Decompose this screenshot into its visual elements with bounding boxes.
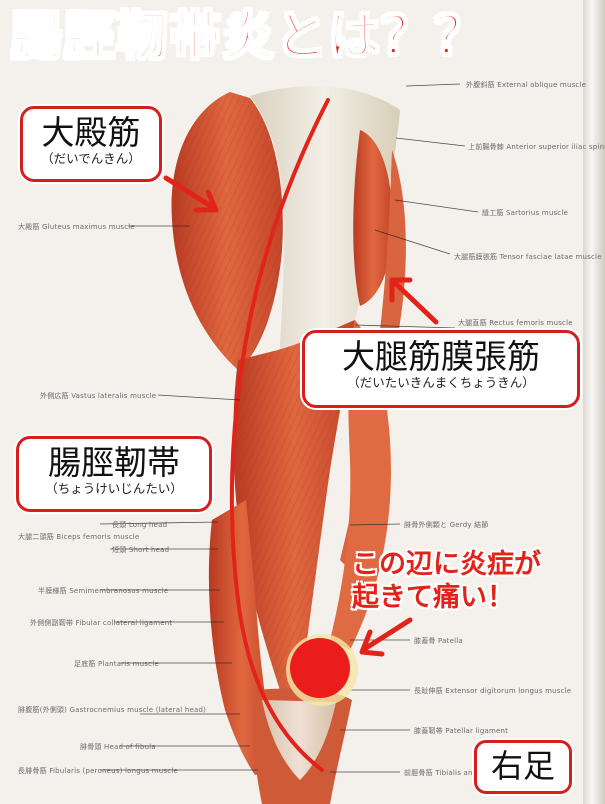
label-reading-text: （だいでんきん） xyxy=(41,151,141,167)
atlas-label: 長頭 Long head xyxy=(112,521,168,529)
arrow-to-tfl xyxy=(389,277,439,325)
atlas-label: 腓腹筋(外側頭) Gastrocnemius muscle (lateral h… xyxy=(18,706,207,714)
label-iliotibial-band: 腸脛靭帯 （ちょうけいじんたい） xyxy=(16,436,212,512)
iliotibial-band-curve xyxy=(229,98,330,772)
label-gluteus-maximus: 大殿筋 （だいでんきん） xyxy=(20,106,162,182)
atlas-label: 外側側副靭帯 Fibular collateral ligament xyxy=(30,619,173,627)
atlas-label: 大腿二頭筋 Biceps femoris muscle xyxy=(18,533,140,541)
atlas-label: 大腿直筋 Rectus femoris muscle xyxy=(458,319,573,327)
label-reading-text: （ちょうけいじんたい） xyxy=(45,481,183,497)
atlas-label: 膝蓋骨 Patella xyxy=(414,637,463,645)
label-main-text: 大腿筋膜張筋 xyxy=(342,337,540,376)
atlas-label: 縫工筋 Sartorius muscle xyxy=(482,209,568,217)
label-main-text: 腸脛靭帯 xyxy=(48,443,180,482)
atlas-label: 長腓骨筋 Fibularis (peroneus) longus muscle xyxy=(18,767,178,775)
atlas-label: 外腹斜筋 External oblique muscle xyxy=(466,81,587,89)
label-main-text: 大殿筋 xyxy=(41,113,141,152)
inflammation-dot xyxy=(290,638,350,698)
atlas-label: 外側広筋 Vastus lateralis muscle xyxy=(40,392,157,400)
tensor-fasciae-latae-shape xyxy=(353,130,393,306)
label-reading-text: （だいたいきんまくちょうきん） xyxy=(347,375,535,391)
pain-note: この辺に炎症が 起きて痛い！ xyxy=(352,548,567,614)
page-title: 腸脛靭帯炎とは？？ xyxy=(10,6,488,68)
atlas-label: 足底筋 Plantaris muscle xyxy=(74,660,159,668)
atlas-label: 大腿筋膜張筋 Tensor fasciae latae muscle xyxy=(454,253,602,261)
atlas-label: 前脛骨筋 Tibialis anterior muscle xyxy=(404,769,522,777)
atlas-label: 半膜様筋 Semimembranosus muscle xyxy=(38,587,169,595)
atlas-label: 短頭 Short head xyxy=(112,546,170,554)
arrow-to-gluteus xyxy=(163,175,219,213)
label-tensor-fasciae-latae: 大腿筋膜張筋 （だいたいきんまくちょうきん） xyxy=(302,330,580,408)
atlas-label: 大殿筋 Gluteus maximus muscle xyxy=(18,223,135,231)
pain-note-line: 起きて痛い！ xyxy=(352,582,514,613)
pain-note-line: この辺に炎症が xyxy=(352,549,541,580)
atlas-label: 長趾伸筋 Extensor digitorum longus muscle xyxy=(414,687,572,695)
atlas-label: 膝蓋靭帯 Patellar ligament xyxy=(414,727,509,735)
side-label-text: 右足 xyxy=(490,747,555,785)
side-label: 右足 xyxy=(474,740,572,794)
arrow-to-pain-spot xyxy=(359,617,413,657)
atlas-label: 腓骨外側顆と Gerdy 結節 xyxy=(404,521,489,529)
atlas-label: 腓骨頭 Head of fibula xyxy=(80,743,156,751)
book-page-edge xyxy=(583,0,605,804)
atlas-label: 上前腸骨棘 Anterior superior iliac spine xyxy=(468,143,605,151)
